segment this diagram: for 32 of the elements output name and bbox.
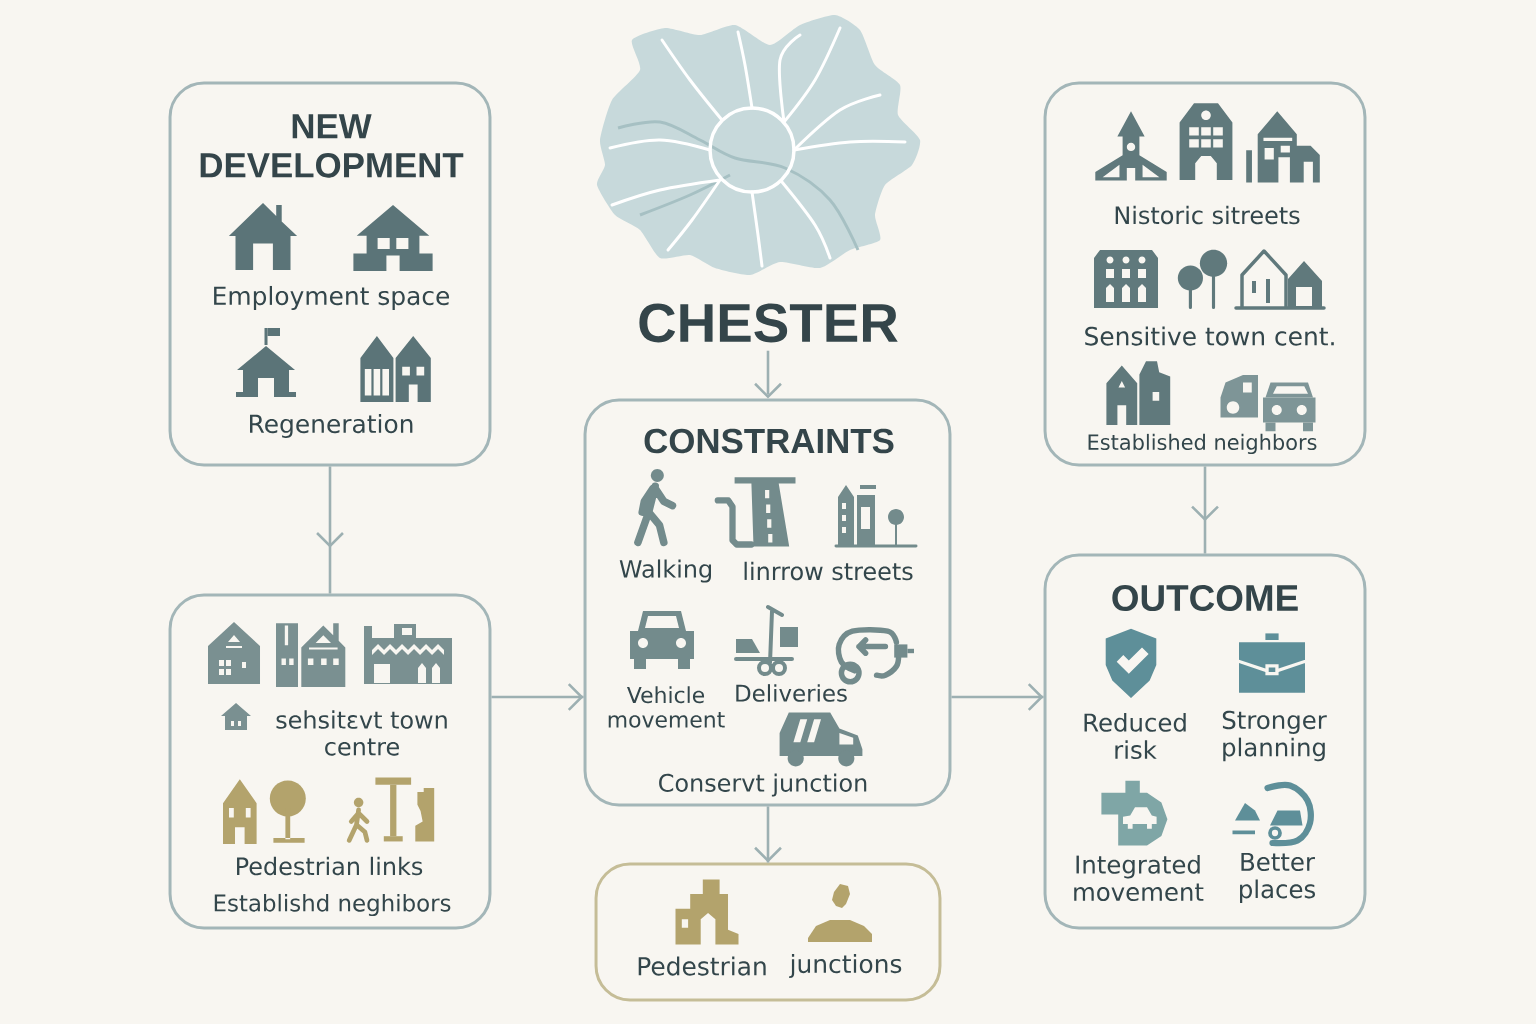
rounded-box [168,593,492,930]
icon-caption: Pedestrian links [237,856,423,876]
icon-caption: Nistoric sitreets [1115,205,1300,225]
icon-caption: Vehicle movement [608,686,725,728]
icon-caption: linrrow streets [744,561,913,581]
arrow [951,683,1044,711]
icon-caption: sehsitεvt town centre [276,710,447,756]
rounded-box [594,862,942,1002]
arrow [754,806,782,863]
icon-caption: Establishd neghibors [214,893,451,917]
icon-caption: Deliveries [736,684,847,702]
icon-caption: junctions [789,953,902,979]
icon-caption: Better places [1240,852,1315,904]
box-heading: OUTCOME [1112,584,1298,612]
icon-caption: Reduced risk [1084,712,1186,760]
icon-caption: Integrated movement [1074,854,1204,902]
box-heading: CONSTRAINTS [644,428,894,454]
icon-caption: Pedestrian [638,956,766,976]
rounded-box [1043,553,1367,930]
box-heading: NEW DEVELOPMENT [200,114,464,178]
icon-caption: Walking [619,559,711,583]
icon-caption: Established neighbors [1088,433,1317,455]
rounded-box [1043,81,1367,467]
city-name: CHESTER [639,303,898,343]
icon-caption: Regeneration [250,413,413,439]
icon-caption: Stronger planning [1222,710,1327,762]
icon-caption: Sensitive town cent. [1085,326,1334,346]
rounded-box [583,398,952,807]
icon-caption: Conservt junction [659,773,867,797]
rounded-box [168,81,492,467]
icon-caption: Employment space [214,285,450,311]
arrow [491,683,584,711]
